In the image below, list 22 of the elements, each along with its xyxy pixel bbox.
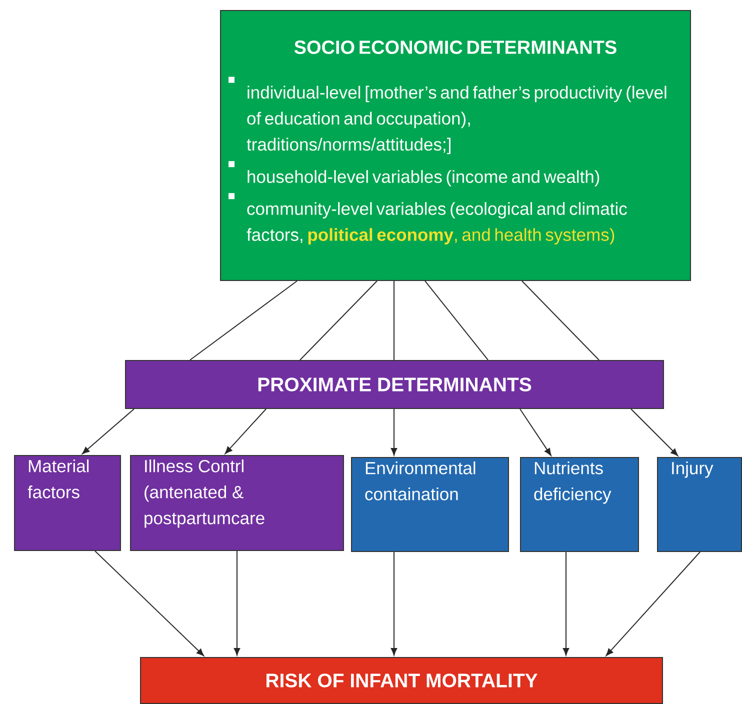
process-box: PROXIMATE DETERMINANTS <box>125 360 664 409</box>
heading-box: SOCIO ECONOMIC DETERMINANTS individual-level [mother’s and father’s productivity (level of education and occupation), traditions/norms/attitudes;] household-level variables (income and wealth) community-level variables (ecological and climatic factors, political economy, and health systems) <box>220 10 691 281</box>
arrow <box>390 551 398 656</box>
factor-box: Nutrients deficiency <box>520 457 639 552</box>
arrow <box>224 408 266 454</box>
factor-box: Material factors <box>14 455 121 551</box>
arrow <box>606 551 700 656</box>
connector-line <box>424 280 488 360</box>
process-box: RISK OF INFANT MORTALITY <box>140 656 663 704</box>
arrow <box>630 408 678 456</box>
arrow <box>562 551 570 656</box>
arrow <box>520 408 552 456</box>
connector-line <box>190 280 298 360</box>
connector-line <box>522 280 600 360</box>
factor-box: Illness Contrl (antenated & postpartumcare <box>130 455 344 551</box>
arrow <box>94 550 204 656</box>
arrow <box>234 550 240 656</box>
arrow <box>82 408 134 454</box>
factor-box: Environmental containation <box>351 457 509 552</box>
arrow <box>390 408 398 456</box>
connector-line <box>300 280 378 360</box>
factor-box: Injury <box>657 457 742 552</box>
